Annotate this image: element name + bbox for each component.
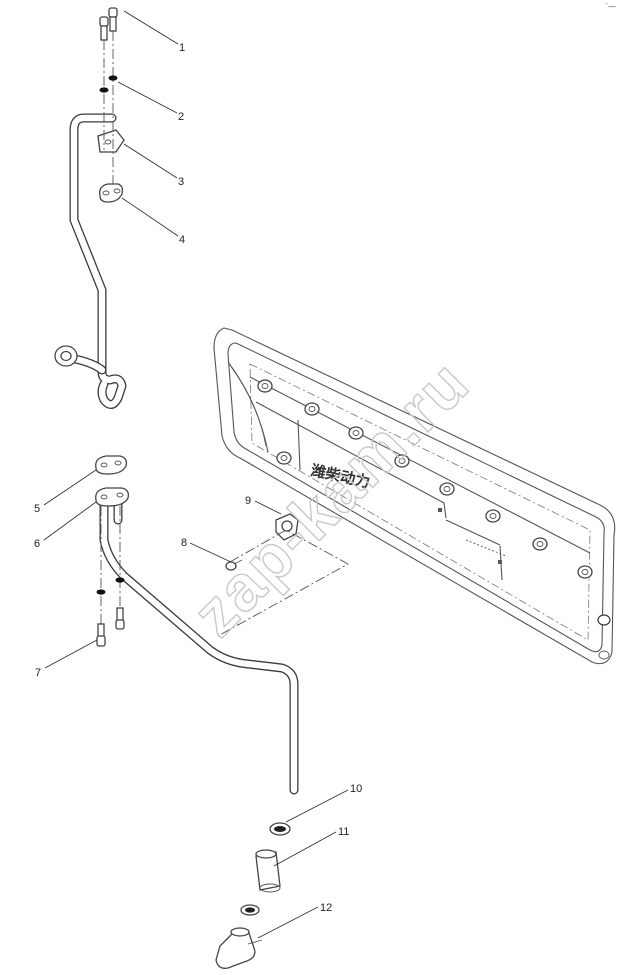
part-2-washers (99, 75, 118, 93)
watermark-text: zap-kam.ru (179, 346, 483, 650)
callout-2: 2 (178, 111, 184, 123)
corner-mark: ′— (606, 2, 616, 11)
part-1-bolts (99, 7, 118, 196)
callout-7: 7 (35, 667, 41, 679)
part-9-clip (275, 513, 299, 541)
callout-leaders (43, 10, 349, 939)
part-6-flange (95, 487, 130, 507)
upper-oil-pipe (54, 113, 127, 409)
part-10-clamp (269, 822, 291, 836)
callout-8: 8 (181, 537, 187, 549)
part-5-gasket (95, 455, 128, 475)
callout-9: 9 (245, 495, 251, 507)
part-4-gasket (99, 183, 124, 203)
cover-bolt-bosses (257, 379, 611, 660)
callout-11: 11 (338, 826, 349, 838)
part-12-elbow (215, 904, 263, 969)
part-7-bolts (96, 607, 125, 647)
callout-10: 10 (350, 783, 362, 795)
callout-5: 5 (34, 503, 40, 515)
callout-6: 6 (34, 538, 40, 550)
callout-4: 4 (179, 234, 185, 246)
callout-numbers: 1 2 3 4 5 6 7 8 9 10 11 12 (34, 42, 362, 914)
callout-3: 3 (178, 176, 184, 188)
callout-1: 1 (179, 42, 185, 54)
part-11-hose (255, 849, 281, 893)
callout-12: 12 (320, 902, 332, 914)
